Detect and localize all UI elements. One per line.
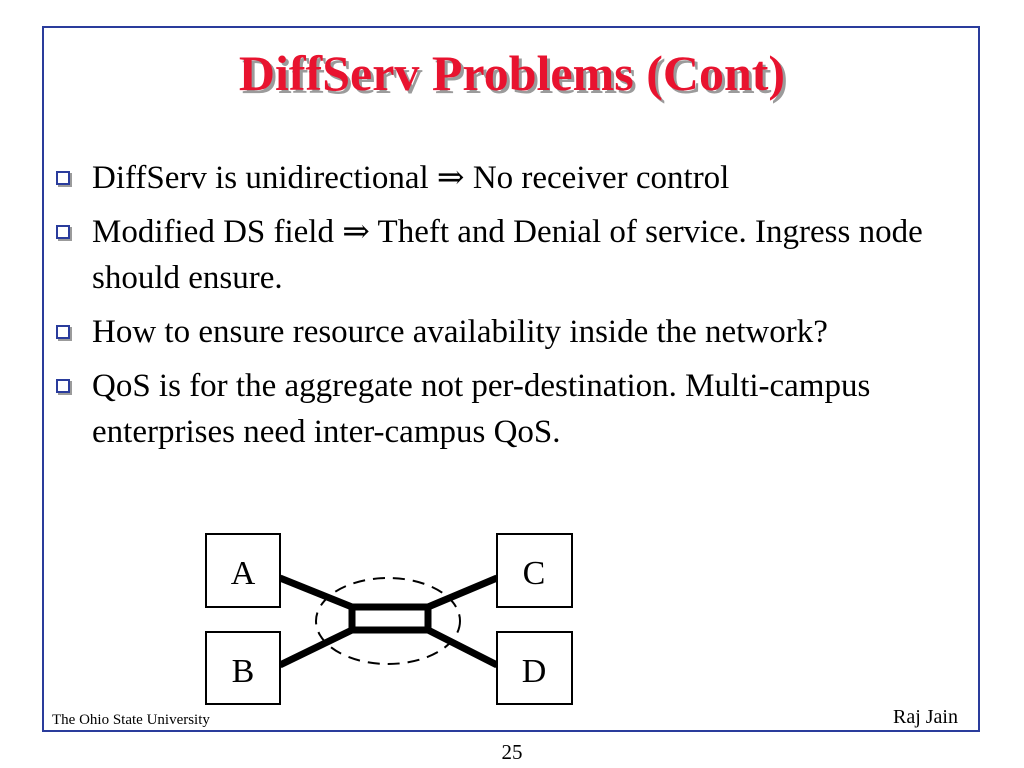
bullet-item: Modified DS field ⇒ Theft and Denial of … [54,209,954,301]
bullet-text: Theft and Denial of service. Ingress nod… [92,214,923,296]
link-c [426,574,499,611]
link-b [278,626,354,669]
node-c-box [496,533,573,608]
checkbox-bullet-icon [56,225,70,239]
page-number: 25 [501,740,523,764]
implies-arrow-icon: ⇒ [436,160,465,196]
bullet-item: QoS is for the aggregate not per-destina… [54,363,954,455]
link-d [426,626,499,669]
implies-arrow-icon: ⇒ [342,214,370,250]
core-network-box [348,603,432,634]
link-a [278,574,354,611]
footer-author: Raj Jain [893,706,958,728]
bullet-text: QoS is for the aggregate not per-destina… [92,368,871,450]
slide-frame [42,26,980,732]
checkbox-bullet-icon [56,171,70,185]
bullet-text: Modified DS field [92,214,343,250]
bullet-text: How to ensure resource availability insi… [92,314,828,350]
bullet-text: No receiver control [464,160,730,196]
slide-title: DiffServ Problems (Cont) [238,45,786,101]
checkbox-bullet-icon [56,325,70,339]
bullet-text: DiffServ is unidirectional [92,160,437,196]
node-c-label: C [523,555,546,592]
network-cloud-boundary [315,577,461,665]
node-d-box [496,631,573,705]
bullet-item: How to ensure resource availability insi… [54,309,954,355]
node-d-label: D [522,653,547,690]
checkbox-bullet-icon [56,379,70,393]
node-b-box [205,631,281,705]
bullet-list: DiffServ is unidirectional ⇒ No receiver… [54,155,954,463]
node-a-box [205,533,281,608]
bullet-item: DiffServ is unidirectional ⇒ No receiver… [54,155,954,201]
footer-institution: The Ohio State University [52,712,210,728]
node-b-label: B [232,653,255,690]
node-a-label: A [231,555,256,592]
